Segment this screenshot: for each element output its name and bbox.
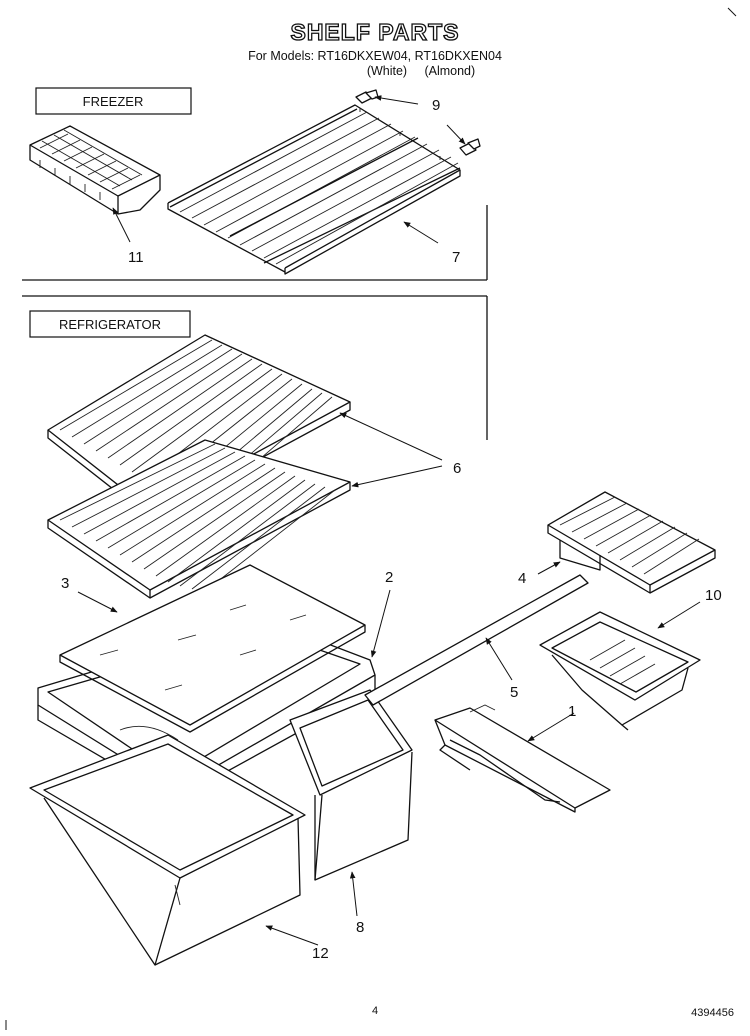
- freezer-section: FREEZER: [22, 87, 488, 281]
- right-crisper-pan: [289, 689, 413, 881]
- refrigerator-wire-shelf-lower: [47, 439, 351, 599]
- callout-8: 8: [356, 919, 364, 936]
- shelf-trim-strip: [364, 574, 589, 706]
- refrigerator-label: REFRIGERATOR: [59, 317, 161, 332]
- colors-line: (White) (Almond): [367, 64, 475, 78]
- callout-6: 6: [453, 460, 461, 477]
- small-wire-shelf: [547, 491, 716, 594]
- models-line: For Models: RT16DKXEW04, RT16DKXEN04: [248, 49, 502, 63]
- callout-3: 3: [61, 575, 69, 592]
- callout-12: 12: [312, 945, 329, 962]
- freezer-label: FREEZER: [83, 94, 144, 109]
- crisper-glass-cover: [59, 564, 366, 733]
- callout-9: 9: [432, 97, 440, 114]
- left-crisper-pan: [29, 734, 306, 966]
- callout-numbers: 9 11 7 6 4 10 3 2 5 1 8 12: [61, 97, 722, 962]
- callout-11: 11: [128, 249, 144, 266]
- callout-2: 2: [385, 569, 393, 586]
- crisper-control-bracket: [434, 704, 611, 813]
- page-title: SHELF PARTS: [290, 19, 459, 45]
- callout-4: 4: [518, 570, 526, 587]
- callout-10: 10: [705, 587, 722, 604]
- document-number: 4394456: [691, 1007, 734, 1019]
- freezer-label-box: [35, 87, 192, 115]
- small-drawer: [539, 611, 701, 731]
- freezer-wire-shelf: [167, 104, 461, 275]
- callout-1: 1: [568, 703, 576, 720]
- callout-5: 5: [510, 684, 518, 701]
- shelf-support-pegs: [355, 89, 481, 156]
- refrigerator-section: REFRIGERATOR: [22, 295, 488, 440]
- leader-lines: [77, 95, 701, 946]
- ice-tray: [29, 125, 161, 215]
- callout-7: 7: [452, 249, 460, 266]
- page-number: 4: [372, 1005, 378, 1017]
- crop-marks: [5, 7, 737, 1030]
- refrigerator-label-box: [29, 310, 191, 338]
